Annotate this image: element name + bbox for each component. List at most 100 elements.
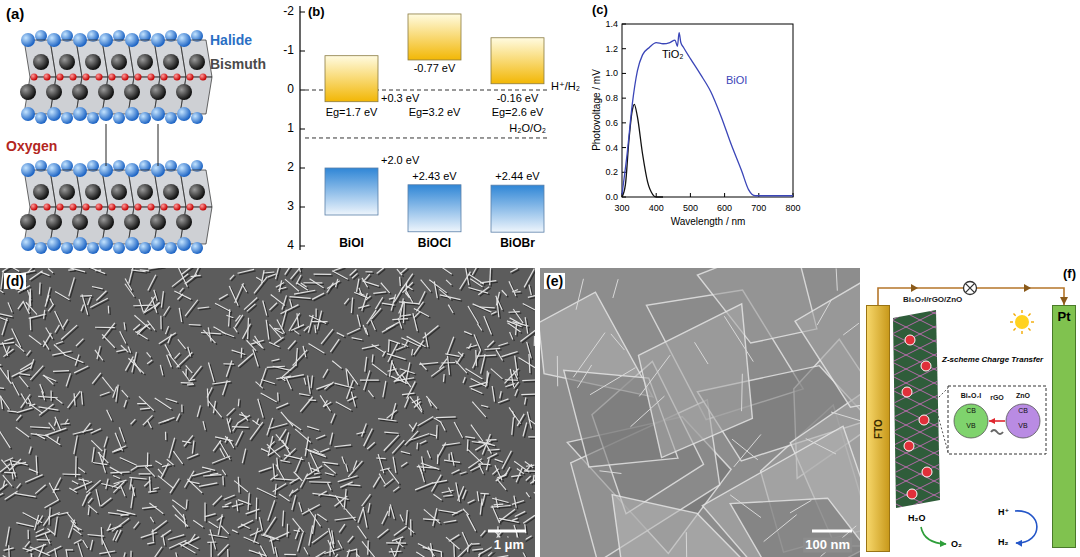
flake-edge <box>453 544 455 557</box>
flake-edge <box>412 423 417 432</box>
flake-edge <box>388 340 390 352</box>
axis-tick <box>622 73 626 74</box>
flake-shadow <box>45 311 46 320</box>
flake-edge <box>442 490 454 493</box>
flake-shadow <box>510 283 517 298</box>
flake-shadow <box>166 433 167 441</box>
flake-edge <box>400 315 411 317</box>
flake-edge <box>183 514 186 527</box>
flake-edge <box>268 423 287 428</box>
halide-atom <box>73 33 87 47</box>
flake-edge <box>110 467 122 474</box>
flake-edge <box>21 394 27 405</box>
flake-edge <box>219 441 230 460</box>
flake-edge <box>443 495 452 496</box>
axis-tick <box>300 12 305 13</box>
flake-shadow <box>279 394 281 402</box>
flake-shadow <box>64 321 69 329</box>
flake-edge <box>208 362 214 382</box>
flake-shadow <box>141 410 151 411</box>
flake-edge <box>46 287 50 302</box>
flake-shadow <box>265 518 277 536</box>
flake-edge <box>280 460 290 462</box>
flake-edge <box>117 510 136 515</box>
flake-edge <box>222 506 228 508</box>
flake-shadow <box>433 476 443 493</box>
flake-edge <box>108 524 111 531</box>
flake-edge <box>486 372 489 387</box>
flake-shadow <box>313 322 329 323</box>
flake-shadow <box>394 320 410 321</box>
flake-edge <box>364 428 373 446</box>
flake-edge <box>0 365 1 366</box>
bismuth-atom <box>189 54 205 70</box>
flake-shadow <box>14 383 21 397</box>
flake-edge <box>140 408 150 409</box>
oxygen-atom <box>174 204 181 211</box>
flake-edge <box>18 301 24 309</box>
halide-atom <box>47 237 61 251</box>
flake-shadow <box>526 526 527 535</box>
flake-edge <box>424 509 440 523</box>
oxygen-atom <box>70 74 77 81</box>
flake-shadow <box>187 301 200 317</box>
bismuth-atom <box>72 84 88 100</box>
flake-shadow <box>389 341 391 353</box>
flake-shadow <box>189 385 196 387</box>
bismuth-atom <box>150 214 166 230</box>
oxygen-atom <box>57 74 64 81</box>
flake-edge <box>522 379 535 381</box>
flake-edge <box>320 448 329 452</box>
flake-edge <box>335 517 356 520</box>
flake-shadow <box>372 321 377 331</box>
flake-shadow <box>373 356 375 364</box>
flake-edge <box>242 449 245 464</box>
flake-edge <box>141 532 157 537</box>
flake-shadow <box>205 476 223 477</box>
flake-edge <box>430 434 436 436</box>
bismuth-atom <box>137 54 153 70</box>
flake-edge <box>494 503 504 505</box>
flake-edge <box>396 347 404 350</box>
flake-edge <box>371 308 381 319</box>
axis-tick <box>300 246 305 247</box>
flake-edge <box>515 511 525 516</box>
flake-shadow <box>418 444 420 451</box>
flake-edge <box>0 396 9 410</box>
flake-shadow <box>516 292 523 294</box>
axis-tick <box>724 193 725 197</box>
flake-edge <box>304 547 308 554</box>
flake-edge <box>66 549 74 550</box>
flake-edge <box>288 340 296 349</box>
flake-edge <box>479 463 491 465</box>
halide-atom <box>177 107 191 121</box>
flake-shadow <box>135 523 140 530</box>
flake-edge <box>113 476 120 479</box>
flake-edge <box>244 537 259 544</box>
flake-edge <box>502 451 511 469</box>
flake-edge <box>496 350 503 361</box>
flake-shadow <box>323 331 335 346</box>
flake-edge <box>344 489 346 509</box>
flake-shadow <box>501 393 503 400</box>
flake-edge <box>300 397 312 412</box>
flake-edge <box>376 457 385 459</box>
bismuth-atom <box>59 54 75 70</box>
flake-edge <box>182 441 190 443</box>
flake-shadow <box>92 300 110 309</box>
flake-edge <box>106 479 108 489</box>
flake-shadow <box>367 273 374 274</box>
flake-edge <box>393 457 396 473</box>
halide-atom <box>113 242 125 254</box>
flake-edge <box>496 556 508 557</box>
flake-edge <box>452 510 462 515</box>
bismuth-atom <box>111 184 127 200</box>
flake-edge <box>175 515 188 527</box>
flake-edge <box>238 399 240 407</box>
flake-edge <box>193 520 203 527</box>
oxygen-atom <box>161 204 168 211</box>
flake-shadow <box>64 475 82 477</box>
flake-shadow <box>121 459 138 467</box>
flake-shadow <box>212 543 213 557</box>
flake-shadow <box>183 406 184 414</box>
